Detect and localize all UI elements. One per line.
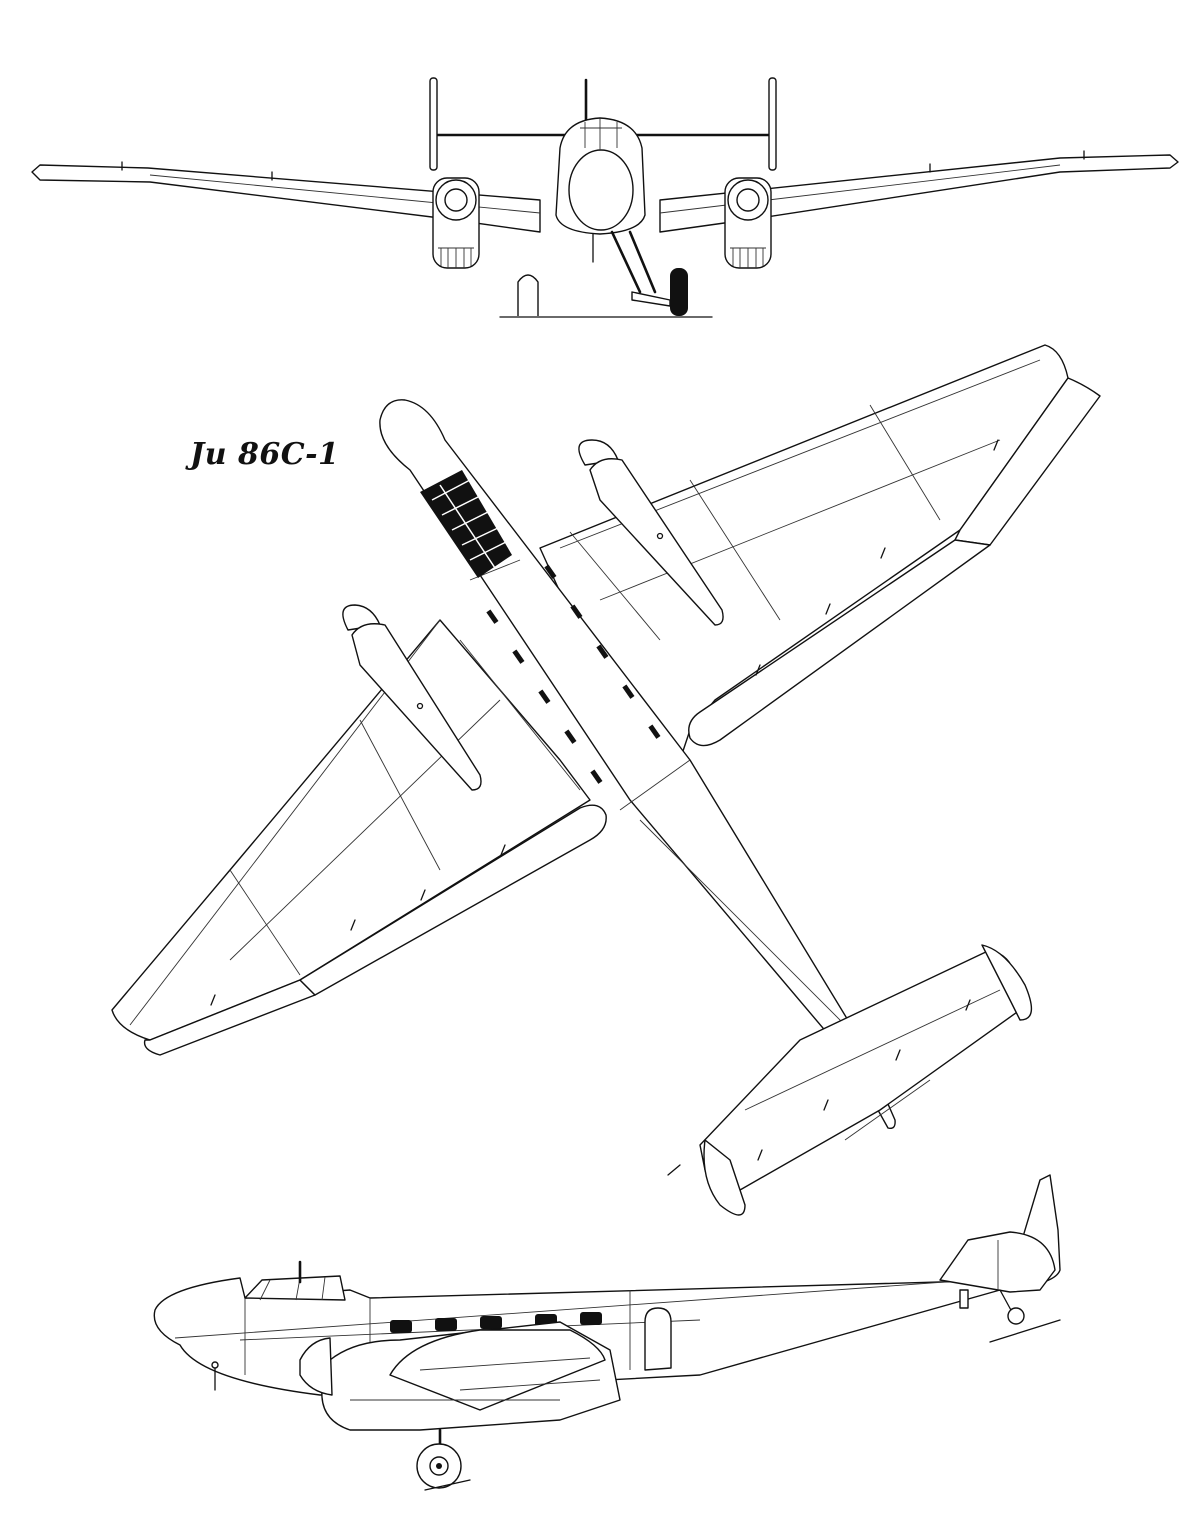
front-view	[31, 77, 1179, 318]
top-right-fin	[981, 944, 1033, 1021]
front-landing-gear	[592, 230, 688, 316]
side-tailwheel	[999, 1289, 1025, 1325]
side-cabin-windows	[390, 1312, 602, 1333]
side-propeller-spinner	[299, 1337, 333, 1396]
top-left-flap	[299, 804, 607, 996]
top-tailplane	[699, 949, 1021, 1192]
front-left-engine	[432, 177, 480, 269]
front-left-fin	[429, 77, 438, 171]
top-left-engine	[342, 604, 482, 791]
aircraft-title: Ju 86C-1	[190, 437, 340, 472]
side-ground-line-front	[424, 1479, 471, 1491]
side-wing	[389, 1329, 606, 1411]
side-fuselage	[153, 1174, 1061, 1396]
side-tail-light	[959, 1289, 969, 1309]
front-tailwheel	[517, 274, 539, 316]
side-tail-fin	[939, 1231, 1056, 1293]
front-left-wing	[31, 164, 541, 233]
top-right-engine	[578, 439, 724, 626]
side-ground-line-rear	[989, 1319, 1061, 1343]
front-nose	[568, 149, 634, 231]
top-left-fin	[703, 1139, 746, 1216]
side-main-landing-gear	[416, 1428, 462, 1489]
top-left-wing	[111, 619, 591, 1041]
front-right-engine	[724, 177, 772, 269]
top-view	[111, 344, 1101, 1216]
front-right-wing	[659, 154, 1179, 233]
top-right-flap	[688, 539, 991, 747]
front-right-fin	[768, 77, 777, 171]
side-cockpit-glazing	[244, 1275, 346, 1301]
side-door	[644, 1307, 672, 1371]
top-left-aileron	[143, 979, 316, 1056]
top-right-wing	[539, 344, 1069, 791]
side-view	[153, 1174, 1061, 1491]
